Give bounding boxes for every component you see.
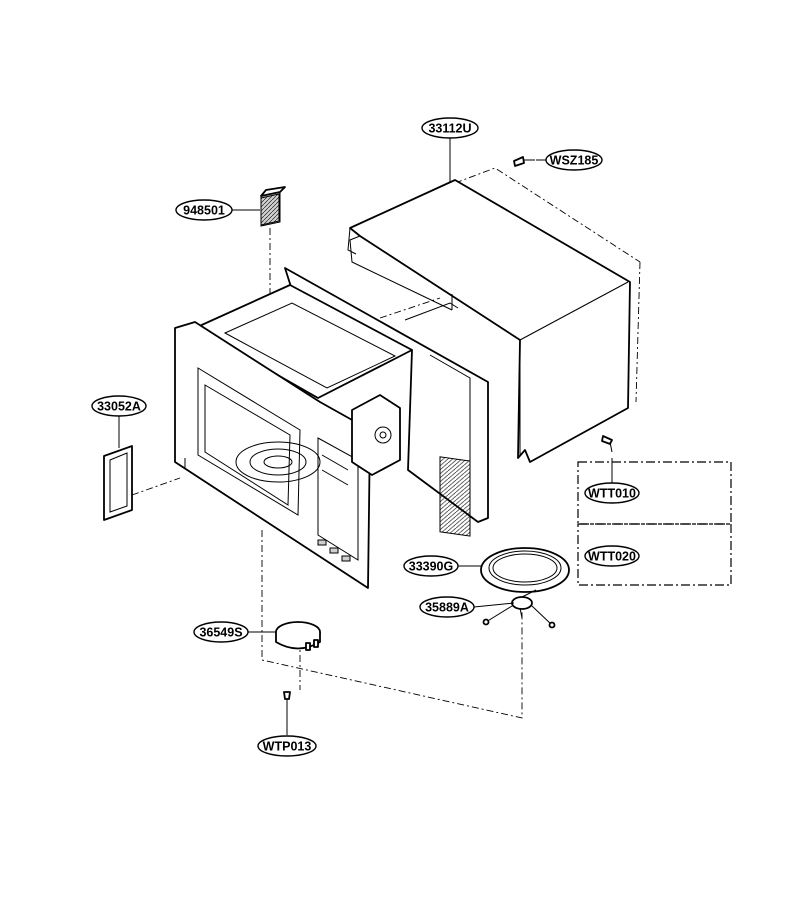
glass-tray [480, 547, 570, 593]
label-33390G: 33390G [403, 555, 459, 577]
screw-WSZ185 [513, 156, 535, 167]
label-36549S-text: 36549S [199, 626, 242, 640]
label-WTT020: WTT020 [584, 545, 640, 567]
part-948501 [260, 186, 286, 227]
wtt-boxes [577, 461, 732, 586]
label-33112U: 33112U [421, 117, 479, 139]
label-WTT010-text: WTT010 [588, 487, 636, 501]
centerlines [131, 167, 641, 719]
label-33052A: 33052A [91, 395, 147, 417]
label-WSZ185: WSZ185 [545, 149, 603, 171]
label-33390G-text: 33390G [409, 560, 453, 574]
label-WTT010: WTT010 [584, 482, 640, 504]
leader-lines [118, 138, 613, 735]
label-WTP013-text: WTP013 [263, 740, 312, 754]
label-WTP013: WTP013 [257, 735, 317, 757]
screw-WTP013 [283, 691, 291, 712]
label-948501: 948501 [175, 199, 233, 221]
label-36549S: 36549S [193, 621, 249, 643]
cavity-chassis [174, 267, 489, 589]
label-33112U-text: 33112U [428, 122, 471, 136]
label-35889A-text: 35889A [425, 601, 469, 615]
label-WTT020-text: WTT020 [588, 550, 636, 564]
label-35889A: 35889A [419, 596, 475, 618]
label-33052A-text: 33052A [97, 400, 141, 414]
roller-ring [482, 589, 556, 629]
motor-36549S [275, 621, 321, 651]
label-WSZ185-text: WSZ185 [550, 154, 599, 168]
part-33052A [103, 445, 133, 521]
screw-wtt [601, 435, 613, 453]
outer-case [347, 179, 631, 463]
label-948501-text: 948501 [183, 204, 225, 218]
